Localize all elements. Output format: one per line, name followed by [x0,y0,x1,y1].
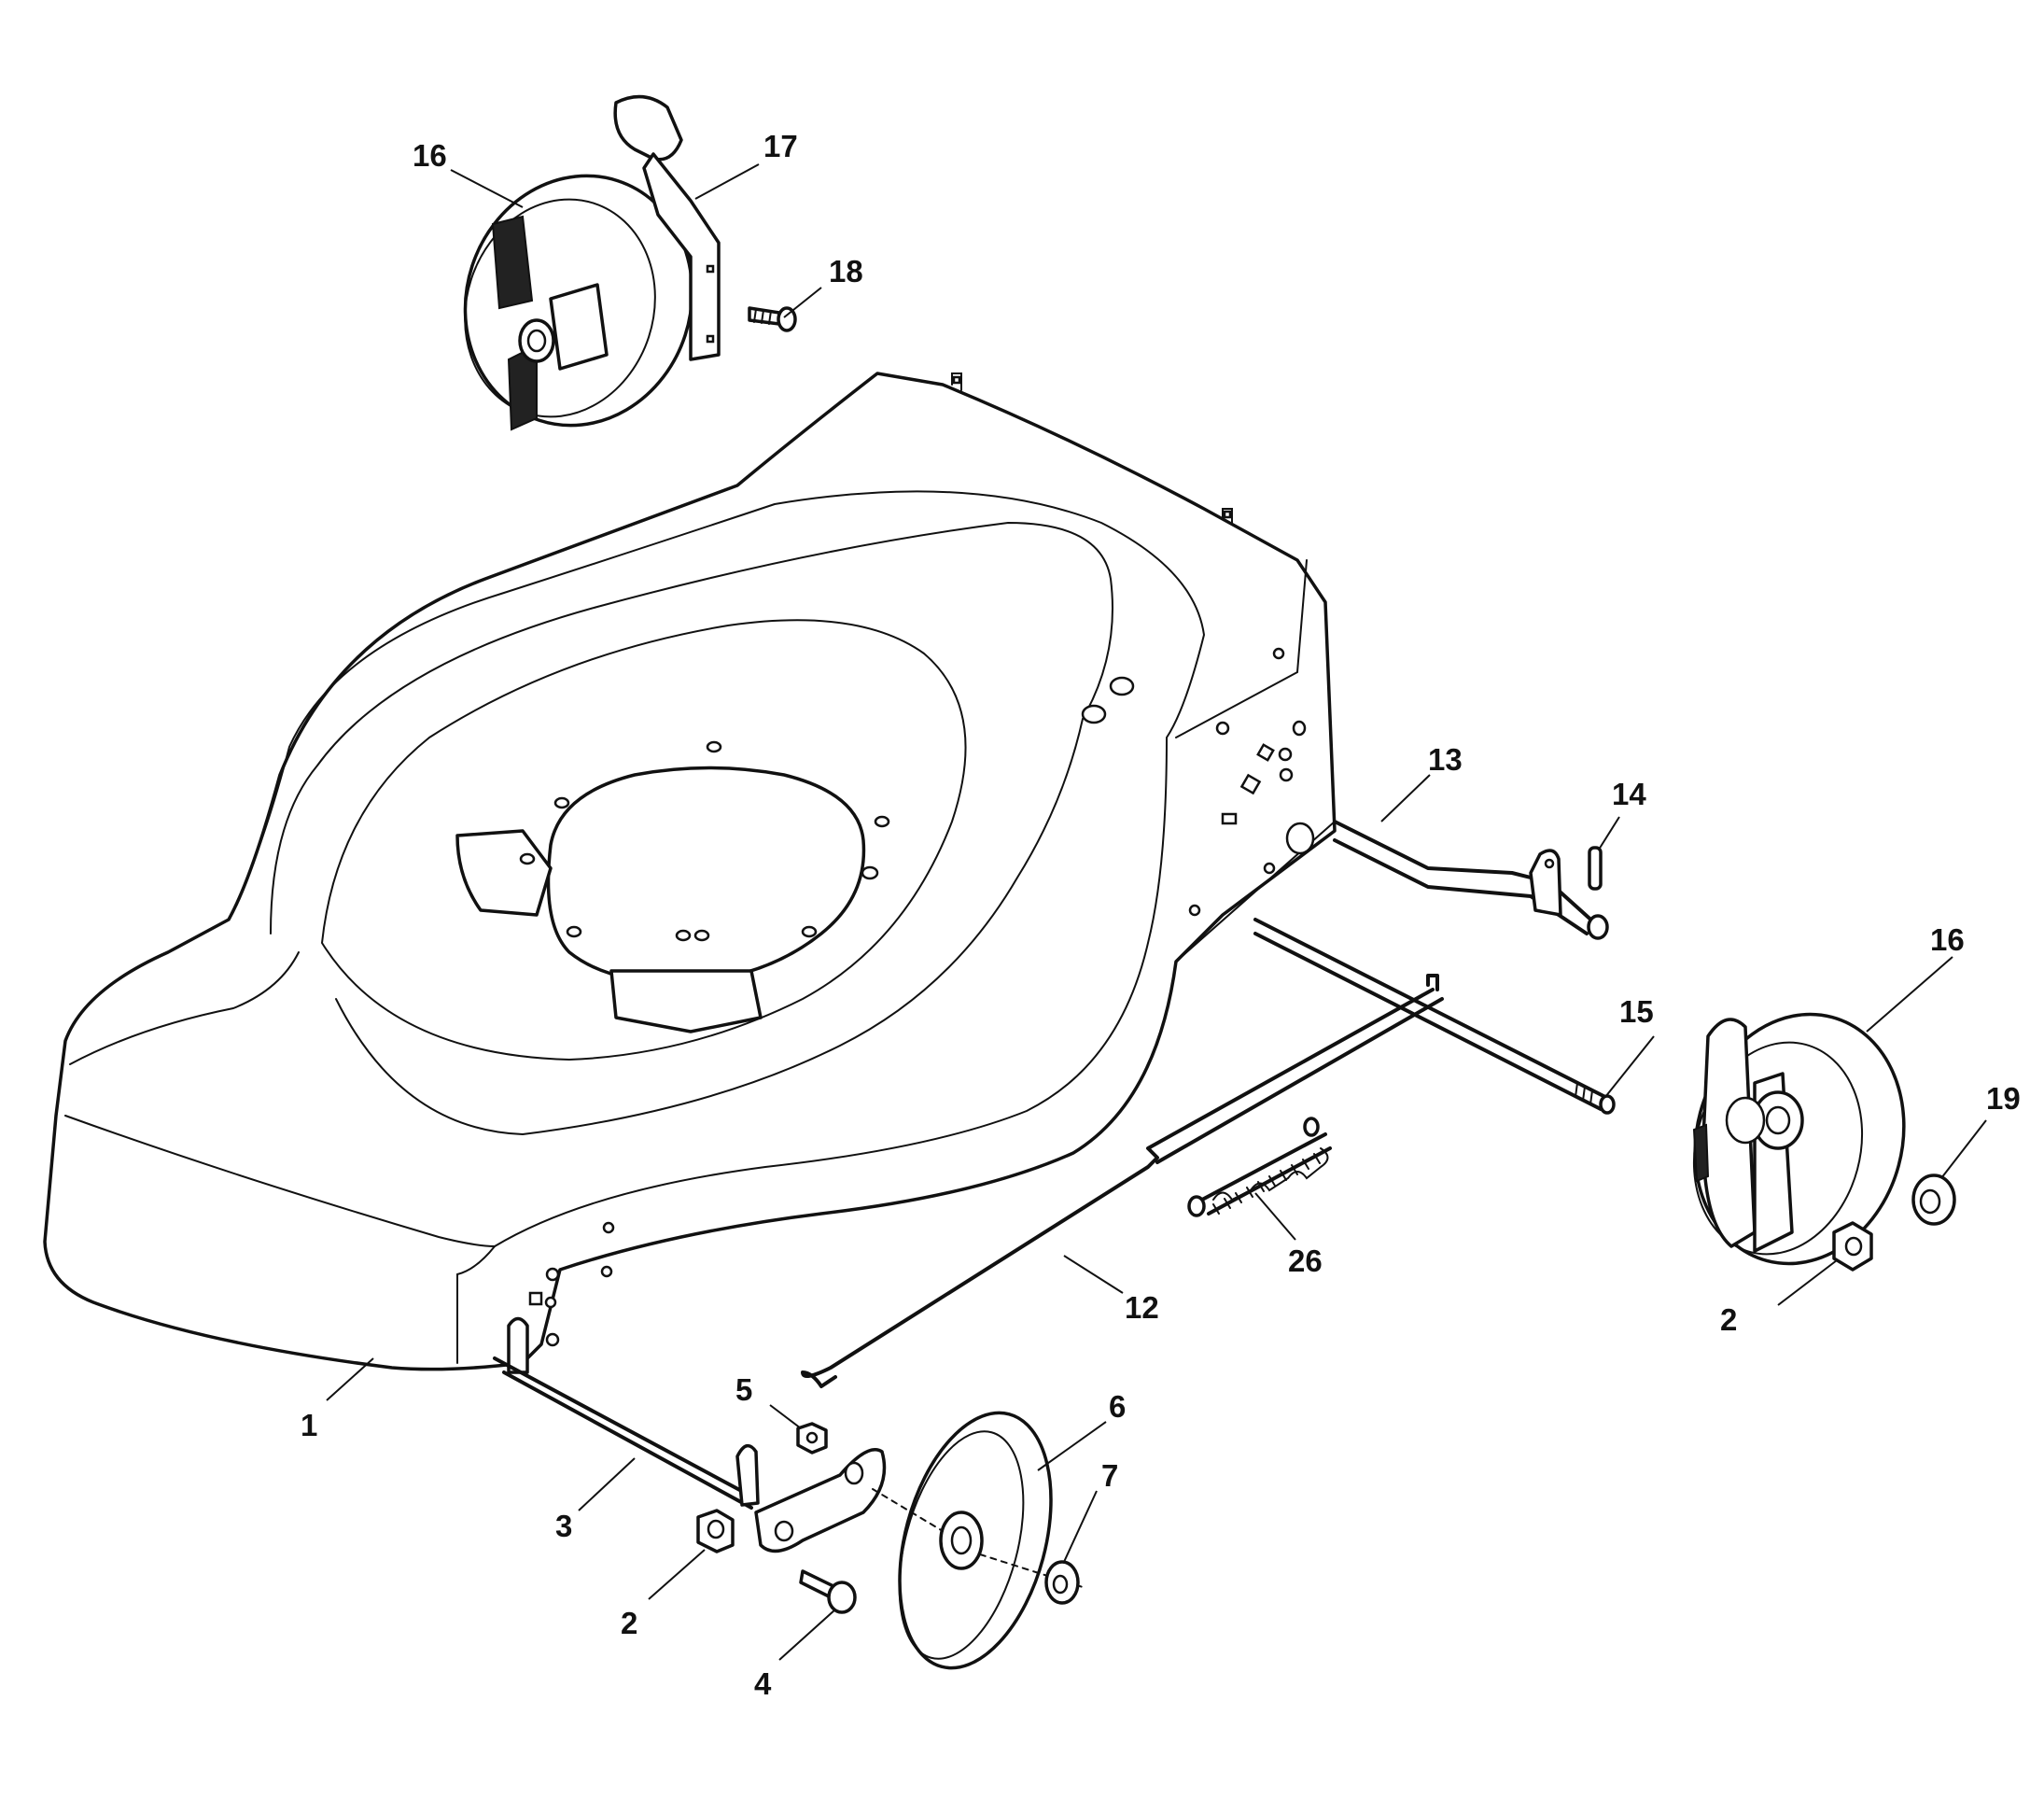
bolt-4 [799,1569,857,1614]
callout-16-top: 16 [413,138,447,173]
rear-wheel-cover-top [463,174,694,431]
callout-17: 17 [763,129,798,163]
callout-14: 14 [1612,777,1646,811]
spring-26 [1187,1117,1332,1217]
height-adjust-rod [493,974,1444,1510]
washer-7 [1044,1560,1080,1605]
mower-deck [43,372,1337,1374]
callout-1: 1 [301,1408,317,1442]
callout-19: 19 [1986,1081,2021,1116]
callout-labels: 16 17 18 13 14 16 15 19 26 12 2 1 5 6 7 … [301,129,2021,1701]
nut-2-right [1832,1221,1873,1272]
screw-18 [748,306,797,332]
callout-15: 15 [1619,994,1654,1029]
front-axle-rod [1253,918,1616,1115]
callout-13: 13 [1428,742,1463,777]
callout-7: 7 [1101,1458,1118,1493]
front-wheel-cover-right [1692,1012,1906,1266]
leader-lines [326,163,1987,1661]
callout-4: 4 [754,1666,772,1701]
callout-18: 18 [829,254,863,288]
callout-2-right: 2 [1720,1302,1737,1337]
callout-5: 5 [735,1372,752,1407]
callout-3: 3 [555,1509,572,1543]
axle-bracket-plate [735,1443,887,1553]
wheel-6 [872,1411,1084,1670]
pin-14 [1588,846,1603,891]
callout-6: 6 [1109,1389,1126,1424]
nut-5 [796,1422,828,1455]
callout-12: 12 [1125,1290,1159,1325]
callout-16-right: 16 [1930,922,1965,957]
callout-26: 26 [1288,1244,1323,1278]
nut-2-left [696,1509,735,1553]
callout-2-left: 2 [621,1606,637,1640]
washer-19 [1911,1174,1956,1226]
rear-axle [1333,820,1609,940]
wheel-bracket [613,94,721,361]
